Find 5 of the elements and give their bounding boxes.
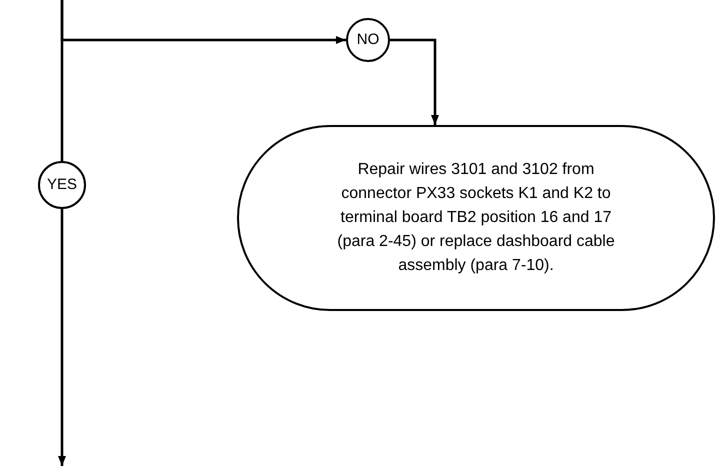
node-text: YES	[46, 174, 77, 195]
node-text: Repair wires 3101 and 3102 from connector PX33 sockets K1 and K2 to terminal board TB2 position 16 and 17 (para 2-45) or replace dashboard cable assembly (para 7-10).	[336, 160, 616, 276]
arrow	[390, 38, 439, 125]
node-text: NO	[356, 30, 380, 50]
arrow	[58, 209, 66, 466]
